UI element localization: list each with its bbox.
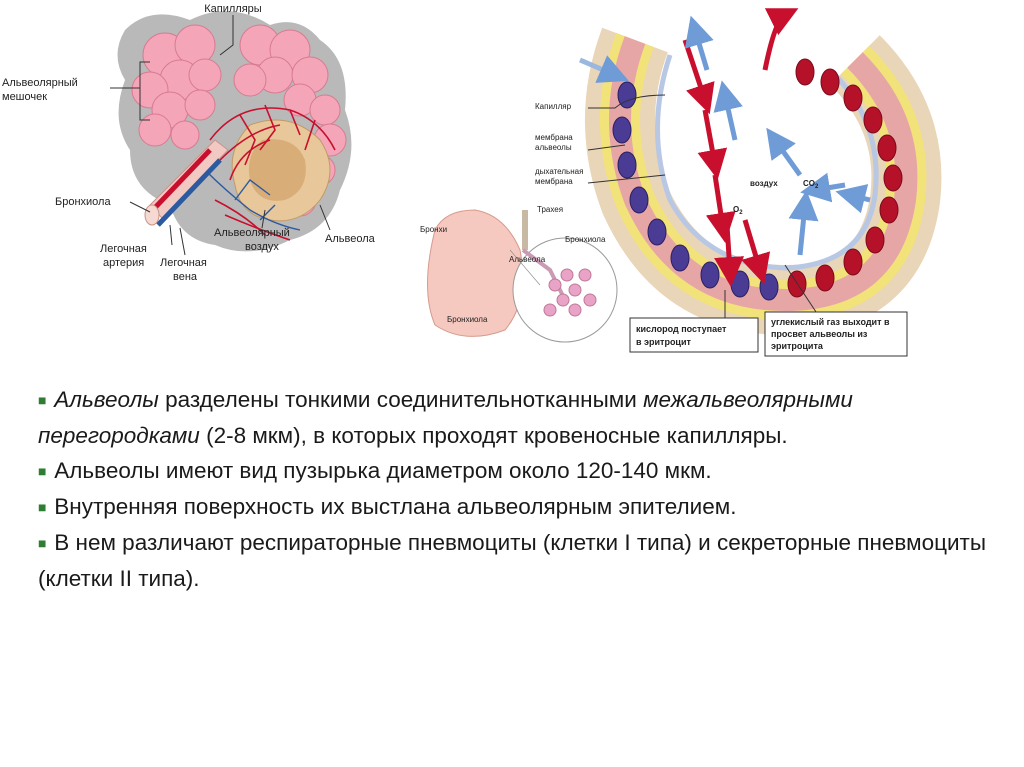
callout-oxygen-line2: в эритроцит (636, 337, 692, 347)
callout-oxygen-line1: кислород поступает (636, 324, 727, 334)
alveolar-sac-illustration: Капилляры Альвеолярный мешочек Бронхиола… (0, 0, 380, 300)
label-resp-1: дыхательная (535, 167, 583, 176)
alveolar-wall (620, 40, 906, 300)
callout-co2-line2: просвет альвеолы из (771, 329, 868, 339)
label-vein-1: Легочная (160, 257, 207, 269)
p4-text: В нем различают респираторные пневмоциты… (38, 530, 986, 591)
p1-text: разделены тонкими соединительнотканными (159, 387, 643, 412)
label-o2: O2 (733, 205, 743, 216)
callout-co2-line1: углекислый газ выходит в (771, 317, 890, 327)
label-air-2: воздух (245, 241, 279, 253)
gas-exchange-illustration: Капилляр мембрана альвеолы дыхательная м… (405, 0, 1024, 370)
label-resp-2: мембрана (535, 177, 573, 186)
label-sac-1: Альвеолярный (2, 77, 78, 89)
label-alveola-small: Альвеола (509, 255, 546, 264)
label-air: воздух (750, 179, 778, 188)
bullet-icon: ■ (38, 490, 48, 525)
label-bronchiole-small: Бронхиола (447, 315, 488, 324)
p2-text: Альвеолы имеют вид пузырька диаметром ок… (54, 458, 711, 483)
callout-co2-line3: эритроцита (771, 341, 824, 351)
label-bronchi: Бронхи (420, 225, 447, 234)
label-air-1: Альвеолярный (214, 227, 290, 239)
label-capillary: Капилляр (535, 102, 572, 111)
paragraph-2: ■ Альвеолы имеют вид пузырька диаметром … (38, 453, 998, 489)
bullet-icon: ■ (38, 383, 48, 418)
label-trachea: Трахея (537, 205, 563, 214)
label-membrane-1: мембрана (535, 133, 573, 142)
p1-text-end: (2-8 мкм), в которых проходят кровеносны… (200, 423, 788, 448)
bullet-icon: ■ (38, 526, 48, 561)
p1-italic-term: Альвеолы (54, 387, 159, 412)
bullet-icon: ■ (38, 454, 48, 489)
label-artery-2: артерия (103, 257, 144, 269)
label-artery-1: Легочная (100, 243, 147, 255)
label-bronchiole: Бронхиола (55, 196, 111, 208)
paragraph-3: ■ Внутренняя поверхность их выстлана аль… (38, 489, 998, 525)
paragraph-4: ■ В нем различают респираторные пневмоци… (38, 525, 998, 596)
label-capillaries: Капилляры (204, 3, 262, 15)
label-alveolus: Альвеола (325, 233, 376, 245)
label-membrane-2: альвеолы (535, 143, 572, 152)
slide-text: ■ Альвеолы разделены тонкими соединитель… (38, 382, 998, 596)
paragraph-1: ■ Альвеолы разделены тонкими соединитель… (38, 382, 998, 453)
label-vein-2: вена (173, 271, 198, 283)
label-bronchi2: Бронхиола (565, 235, 606, 244)
label-co2: CO2 (803, 179, 819, 190)
label-sac-2: мешочек (2, 91, 47, 103)
p3-text: Внутренняя поверхность их выстлана альве… (54, 494, 736, 519)
